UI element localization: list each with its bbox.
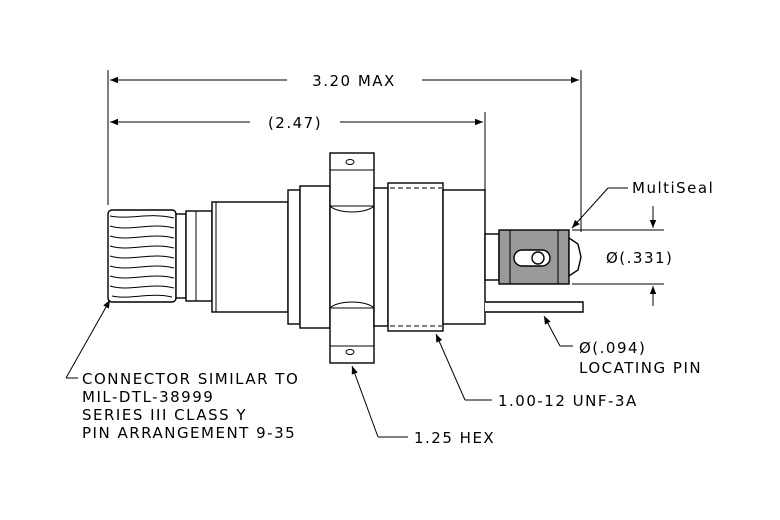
connector-note-line-1: CONNECTOR SIMILAR TO xyxy=(82,370,299,388)
callout-thread: 1.00-12 UNF-3A xyxy=(435,333,638,410)
connector-note-line-4: PIN ARRANGEMENT 9-35 xyxy=(82,424,296,442)
nose-section xyxy=(484,229,582,285)
thread-label: 1.00-12 UNF-3A xyxy=(498,392,638,410)
callout-hex: 1.25 HEX xyxy=(351,365,495,447)
connector-note-line-3: SERIES III CLASS Y xyxy=(82,406,247,424)
hex-label: 1.25 HEX xyxy=(414,429,495,447)
body-steps xyxy=(175,210,213,302)
dimension-seal-diameter: Ø(.331) xyxy=(572,206,673,306)
seal-diameter-label: Ø(.331) xyxy=(606,249,673,267)
callout-connector: CONNECTOR SIMILAR TO MIL-DTL-38999 SERIE… xyxy=(65,299,299,442)
callout-locating-pin: Ø(.094) LOCATING PIN xyxy=(543,315,702,377)
locating-pin xyxy=(485,301,584,313)
threaded-section xyxy=(373,182,486,332)
hex-lockwire-hole-top xyxy=(345,159,355,165)
multiseal-label: MultiSeal xyxy=(632,179,714,197)
dimension-overall-length: 3.20 MAX xyxy=(107,70,582,232)
locating-pin-diameter-label: Ø(.094) xyxy=(579,339,646,357)
hex-lockwire-hole-bottom xyxy=(345,349,355,355)
locating-pin-label: LOCATING PIN xyxy=(579,359,702,377)
connector-note-line-2: MIL-DTL-38999 xyxy=(82,388,214,406)
coupling-nut xyxy=(107,209,177,303)
callout-multiseal: MultiSeal xyxy=(571,179,714,229)
overall-length-label: 3.20 MAX xyxy=(312,72,396,90)
main-shell xyxy=(211,201,289,313)
connector-body xyxy=(107,152,584,364)
dimension-reference-length: (2.47) xyxy=(110,112,486,190)
flange xyxy=(287,185,331,329)
reference-length-label: (2.47) xyxy=(268,114,322,132)
hex-nut xyxy=(329,152,375,364)
